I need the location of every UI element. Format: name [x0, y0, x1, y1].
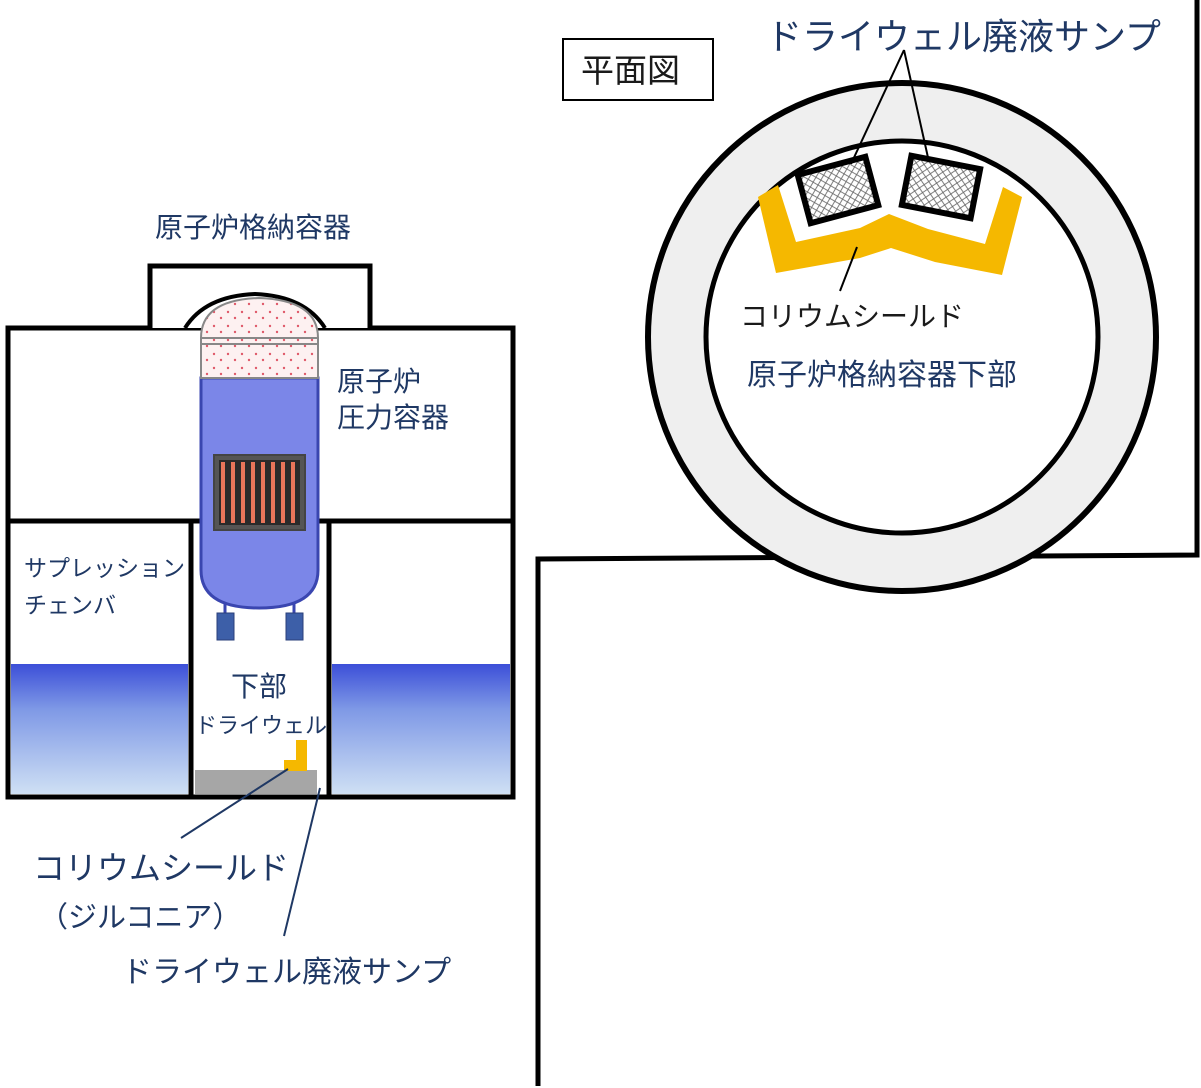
rpv-head [199, 296, 320, 339]
sump-hatch-icon [794, 153, 882, 227]
sump-leader [283, 787, 321, 937]
sump-label-top: ドライウェル廃液サンプ [766, 17, 1161, 58]
rpv-label-line2: 圧力容器 [337, 401, 449, 434]
lower-drywell-label-line1: 下部 [231, 670, 287, 703]
sump-gap [317, 770, 326, 794]
plan-view-title: 平面図 [581, 51, 680, 90]
containment-vessel-label: 原子炉格納容器 [155, 211, 351, 244]
corium-shield-plan-leader [839, 246, 858, 292]
pcv-lower-label: 原子炉格納容器下部 [747, 358, 1017, 393]
suppression-water-left [11, 664, 188, 794]
cross-section-view: 原子炉格納容器 原子炉 圧力容器 サプレッション チェンバ 下部 ドライウェル … [5, 211, 516, 990]
suppression-label-line2: チェンバ [24, 593, 116, 619]
sump-label-left: ドライウェル廃液サンプ [122, 955, 451, 990]
reactor-pressure-vessel [199, 296, 320, 641]
lower-drywell-label-line2: ドライウェル [195, 714, 327, 739]
corium-shield-plan [758, 185, 1022, 275]
sump-hatch-icon [898, 152, 984, 222]
plan-view-title-box [562, 38, 714, 101]
suppression-water-right [332, 664, 510, 794]
plan-view: 平面図 ドライウェル廃液サンプ コリウムシールド 原子炉格納容器下部 [535, 0, 1200, 1086]
rpv-label-line1: 原子炉 [337, 365, 421, 398]
sump-leader-top-right [903, 49, 930, 163]
corium-shield-leader [180, 768, 289, 839]
corium-shield-label: コリウムシールド [33, 849, 289, 887]
reactor-core [213, 454, 306, 531]
sump-leader-top-left [850, 49, 905, 165]
zirconia-label: （ジルコニア） [39, 900, 241, 934]
corium-shield-plan-label: コリウムシールド [740, 300, 964, 333]
rpv-support-left [216, 612, 235, 641]
rpv-support-right [285, 612, 304, 641]
suppression-label-line1: サプレッション [24, 556, 185, 582]
corium-shield-section [284, 740, 307, 771]
